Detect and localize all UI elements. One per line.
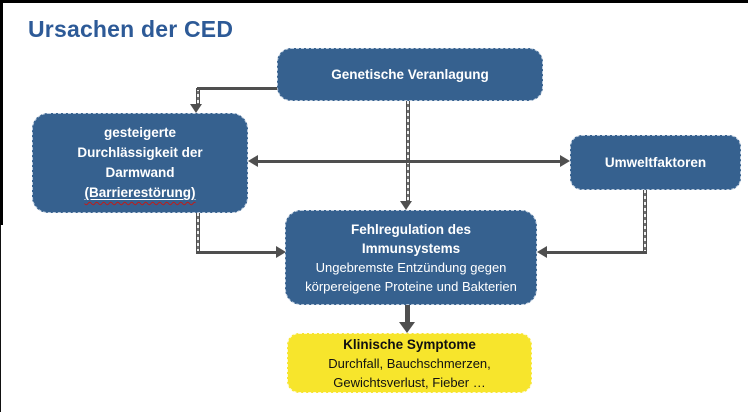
arrowhead-down-into-barrier-icon bbox=[190, 104, 202, 113]
arrowhead-right-into-environment-icon bbox=[560, 155, 570, 167]
connector-barrier-environment-double-arrow-line bbox=[258, 160, 560, 163]
slide-frame-top bbox=[0, 0, 748, 3]
barrier-label-line3: Darmwand bbox=[105, 165, 175, 180]
connector-genetics-to-immune-vertical bbox=[406, 101, 410, 202]
arrowhead-left-into-immune-icon bbox=[537, 246, 547, 258]
node-umweltfaktoren: Umweltfaktoren bbox=[570, 135, 741, 190]
node-barrierestoerung: gesteigerte Durchlässigkeit der Darmwand… bbox=[32, 113, 248, 213]
connector-barrier-to-immune-vertical bbox=[196, 213, 200, 254]
arrowhead-left-into-barrier-icon bbox=[248, 155, 258, 167]
connector-environment-to-immune-vertical bbox=[643, 190, 647, 254]
connector-genetics-to-barrier-horizontal bbox=[197, 87, 278, 90]
connector-genetics-to-barrier-vertical bbox=[196, 88, 200, 105]
node-genetische-veranlagung: Genetische Veranlagung bbox=[277, 48, 543, 101]
arrowhead-right-into-immune-icon bbox=[276, 246, 286, 258]
arrowhead-down-into-symptoms-icon bbox=[399, 322, 415, 333]
node-genetics-label: Genetische Veranlagung bbox=[331, 67, 489, 82]
immune-heading: Fehlregulation des Immunsystems bbox=[350, 221, 472, 256]
slide-frame-left bbox=[0, 0, 3, 225]
barrier-label-line1: gesteigerte bbox=[103, 125, 177, 140]
node-environment-label: Umweltfaktoren bbox=[604, 155, 707, 170]
node-klinische-symptome: Klinische Symptome Durchfall, Bauchschme… bbox=[287, 333, 532, 393]
arrowhead-down-into-immune-icon bbox=[400, 201, 412, 210]
spellcheck-underline: (Barrierestörung) bbox=[84, 185, 195, 200]
barrier-spellchecked-text: (Barrierestörung) bbox=[84, 185, 196, 200]
connector-environment-to-immune-horizontal bbox=[547, 251, 646, 254]
page-title: Ursachen der CED bbox=[28, 16, 234, 42]
immune-body: Ungebremste Entzündung gegen körpereigen… bbox=[305, 259, 517, 294]
barrier-label-line2: Durchlässigkeit der bbox=[77, 145, 203, 160]
barrier-label-line4: (Barrierestörung) bbox=[33, 183, 247, 203]
node-fehlregulation-immunsystem: Fehlregulation des Immunsystems Ungebrem… bbox=[285, 210, 537, 305]
symptoms-body: Durchfall, Bauchschmerzen, Gewichtsverlu… bbox=[328, 355, 491, 390]
connector-immune-to-symptoms-vertical bbox=[405, 305, 410, 324]
connector-barrier-to-immune-horizontal bbox=[197, 251, 277, 254]
symptoms-heading: Klinische Symptome bbox=[343, 336, 476, 352]
